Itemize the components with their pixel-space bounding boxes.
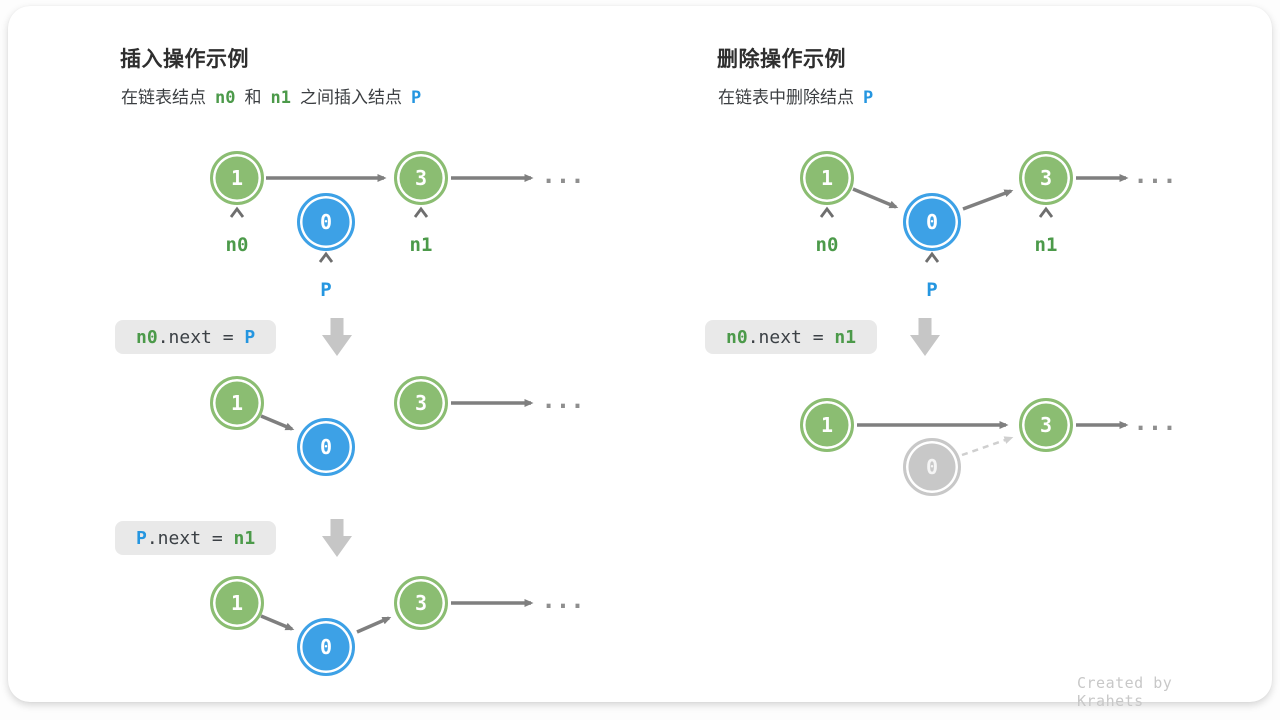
- var-n0: n0: [215, 88, 236, 108]
- down-arrow-icon: [322, 318, 352, 356]
- node-value: 0: [319, 435, 333, 459]
- list-node-3: 3: [1019, 398, 1073, 452]
- subtitle-text: 在链表结点: [121, 88, 206, 107]
- down-arrow-icon: [910, 318, 940, 356]
- credit-text: Created by Krahets: [1077, 674, 1173, 710]
- caret-up-icon: [318, 251, 334, 263]
- list-node-1: 1: [210, 576, 264, 630]
- code-mid: .next =: [146, 527, 234, 549]
- list-node-p: 0: [903, 193, 961, 251]
- subtitle-text: 之间插入结点: [299, 88, 402, 107]
- code-n0-next-p: n0.next = P: [115, 320, 277, 354]
- arrow-n0-to-p: [260, 414, 295, 431]
- node-value: 3: [414, 166, 428, 190]
- caret-up-icon: [819, 206, 835, 218]
- node-value: 1: [230, 391, 244, 415]
- var-p: P: [410, 88, 422, 108]
- node-value: 0: [319, 210, 333, 234]
- code-head: n0: [136, 326, 158, 348]
- code-tail: n1: [233, 527, 256, 549]
- node-value: 3: [1039, 413, 1053, 437]
- arrow-p-to-n1: [962, 189, 1014, 211]
- list-node-p: 0: [297, 193, 355, 251]
- list-node-1: 1: [210, 376, 264, 430]
- node-value: 1: [230, 166, 244, 190]
- list-node-3: 3: [394, 576, 448, 630]
- ellipsis: ...: [541, 586, 585, 614]
- ellipsis: ...: [541, 386, 585, 414]
- ellipsis: ...: [1133, 408, 1177, 436]
- pointer-label-n0: n0: [815, 234, 839, 256]
- code-head: n0: [726, 326, 748, 348]
- node-value: 1: [820, 166, 834, 190]
- dashed-arrow-deleted-to-n1: [961, 436, 1014, 457]
- code-head: P: [136, 527, 147, 549]
- node-value: 3: [414, 591, 428, 615]
- list-node-p: 0: [297, 618, 355, 676]
- ellipsis: ...: [541, 161, 585, 189]
- insert-panel-title: 插入操作示例: [120, 48, 249, 71]
- node-value: 3: [1039, 166, 1053, 190]
- delete-panel-title: 删除操作示例: [717, 48, 846, 71]
- list-node-p: 0: [297, 418, 355, 476]
- delete-panel-subtitle: 在链表中删除结点 P: [718, 83, 873, 108]
- arrow-n0-to-p: [260, 614, 295, 631]
- arrow-n0-to-p: [852, 187, 899, 209]
- code-tail: P: [244, 326, 256, 348]
- pointer-label-n0: n0: [225, 234, 249, 256]
- var-n1: n1: [270, 88, 291, 108]
- caret-up-icon: [229, 206, 245, 218]
- node-value: 0: [925, 210, 939, 234]
- caret-up-icon: [413, 206, 429, 218]
- list-node-3: 3: [1019, 151, 1073, 205]
- list-node-1: 1: [800, 151, 854, 205]
- list-node-1: 1: [800, 398, 854, 452]
- code-n0-next-n1: n0.next = n1: [705, 320, 878, 354]
- caret-up-icon: [924, 251, 940, 263]
- list-node-1: 1: [210, 151, 264, 205]
- subtitle-text: 和: [244, 88, 262, 107]
- pointer-label-n1: n1: [409, 234, 433, 256]
- node-value: 1: [820, 413, 834, 437]
- node-value: 3: [414, 391, 428, 415]
- subtitle-text: 在链表中删除结点: [718, 88, 854, 107]
- code-p-next-n1: P.next = n1: [115, 521, 277, 555]
- down-arrow-icon: [322, 519, 352, 557]
- pointer-label-p: P: [320, 279, 332, 301]
- code-tail: n1: [834, 326, 857, 348]
- node-value: 0: [925, 455, 939, 479]
- ellipsis: ...: [1133, 161, 1177, 189]
- list-node-deleted: 0: [903, 438, 961, 496]
- caret-up-icon: [1038, 206, 1054, 218]
- arrow-p-to-n1: [356, 616, 392, 634]
- code-mid: .next =: [157, 326, 245, 348]
- list-node-3: 3: [394, 151, 448, 205]
- list-node-3: 3: [394, 376, 448, 430]
- var-p: P: [863, 88, 874, 108]
- pointer-label-p: P: [926, 279, 938, 301]
- node-value: 0: [319, 635, 333, 659]
- node-value: 1: [230, 591, 244, 615]
- pointer-label-n1: n1: [1034, 234, 1058, 256]
- insert-panel-subtitle: 在链表结点 n0 和 n1 之间插入结点 P: [121, 83, 421, 108]
- code-mid: .next =: [747, 326, 835, 348]
